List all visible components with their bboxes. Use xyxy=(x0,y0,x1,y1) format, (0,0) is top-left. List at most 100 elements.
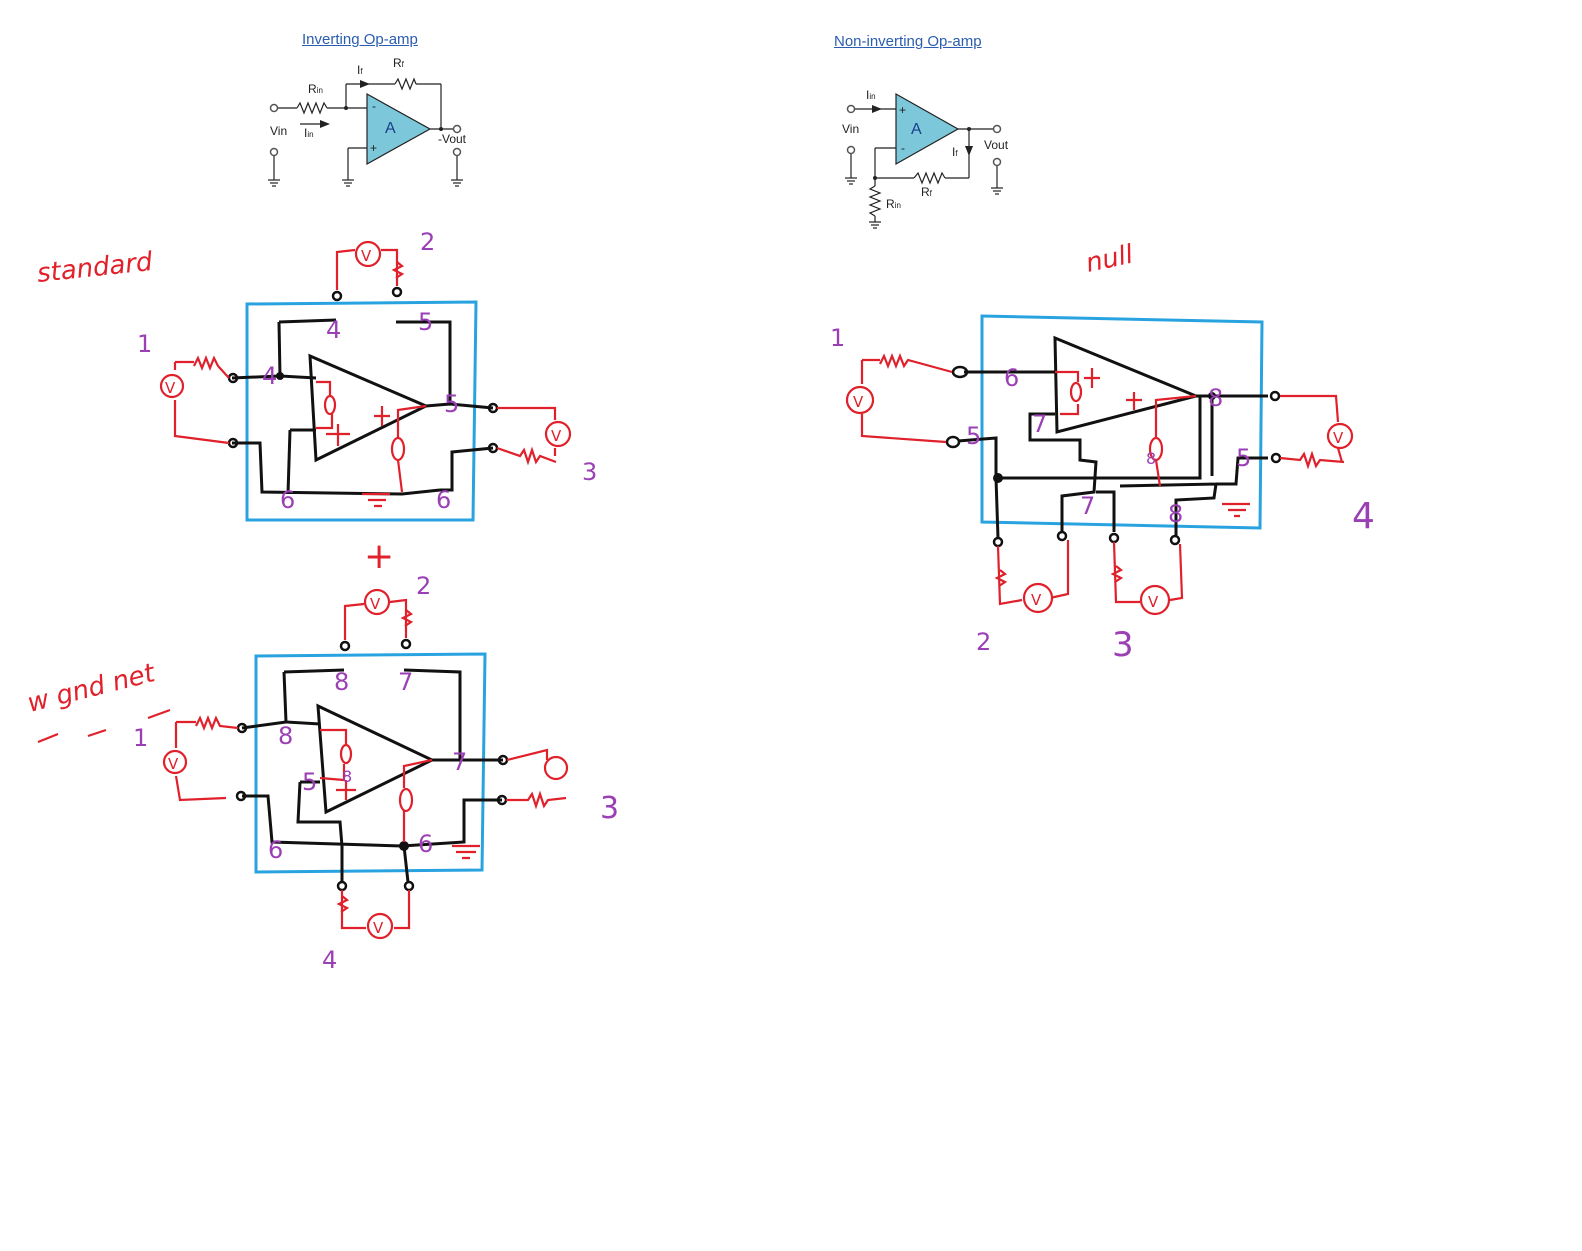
standard-num-3: 3 xyxy=(582,458,597,486)
null-circuit: V V V V 1 2 3 4 6 5 7 8 8 5 7 8 xyxy=(830,314,1375,665)
noninverting-iin-sub: in xyxy=(869,92,875,101)
gnd-net-voltmeter-2-label: V xyxy=(370,595,381,613)
gnd-net-voltmeter-2 xyxy=(363,588,391,616)
noninverting-opamp-triangle xyxy=(895,92,960,166)
gnd-net-label: w gnd net xyxy=(24,658,158,719)
svg-text:Rin: Rin xyxy=(886,197,901,211)
null-num-8a: 8 xyxy=(1208,384,1223,412)
inverting-if-label: I xyxy=(357,63,360,77)
gnd-num-7a: 7 xyxy=(398,668,413,696)
svg-text:Iin: Iin xyxy=(304,126,314,140)
null-num-3: 3 xyxy=(1112,625,1134,665)
inverting-rf-label: R xyxy=(393,56,402,70)
standard-voltmeter-3 xyxy=(544,420,572,448)
standard-opamp-triangle xyxy=(308,353,430,463)
standard-num-6a: 6 xyxy=(280,486,295,514)
gnd-num-7b: 7 xyxy=(452,748,467,776)
standard-voltmeter-2 xyxy=(354,240,382,268)
inverting-plus-sign: + xyxy=(370,141,377,155)
null-voltmeter-4 xyxy=(1326,422,1354,450)
null-voltmeter-1 xyxy=(845,385,875,415)
standard-label: standard xyxy=(36,247,155,289)
gnd-num-8c: 8 xyxy=(342,767,352,786)
inverting-rin-resistor xyxy=(296,101,328,115)
inverting-if-sub: f xyxy=(360,67,363,76)
gnd-num-4: 4 xyxy=(322,946,337,974)
null-voltmeter-2-label: V xyxy=(1031,591,1042,609)
null-voltmeter-1-label: V xyxy=(853,393,864,411)
gnd-net-box xyxy=(254,652,487,874)
inverting-minus-sign: - xyxy=(372,99,376,113)
svg-text:Rin: Rin xyxy=(308,82,323,96)
gnd-net-voltmeter-4 xyxy=(366,912,394,940)
gnd-net-voltmeter-4-label: V xyxy=(373,919,384,937)
inverting-rin-sub: in xyxy=(317,86,323,95)
noninverting-iin-label: I xyxy=(866,88,869,102)
standard-num-4b: 4 xyxy=(262,362,277,390)
null-voltmeter-3 xyxy=(1139,584,1171,616)
svg-text:If: If xyxy=(357,63,363,77)
standard-num-2: 2 xyxy=(420,228,435,256)
null-voltmeter-2 xyxy=(1022,582,1054,614)
null-num-5a: 5 xyxy=(966,422,981,450)
standard-num-5b: 5 xyxy=(444,390,459,418)
null-label: null xyxy=(1083,239,1136,278)
inverting-rin-label: R xyxy=(308,82,317,96)
gnd-num-8a: 8 xyxy=(334,668,349,696)
noninverting-schematic: A + - Iin Vin Vout If Rf xyxy=(842,88,1009,229)
gnd-num-5: 5 xyxy=(302,768,317,796)
noninverting-rin-resistor xyxy=(868,185,882,217)
noninverting-rin-sub: in xyxy=(895,201,901,210)
inverting-rf-sub: f xyxy=(402,60,405,69)
noninverting-rf-resistor xyxy=(913,171,946,185)
noninverting-if-sub: f xyxy=(955,149,958,158)
svg-text:Rf: Rf xyxy=(921,185,933,199)
standard-box xyxy=(245,300,478,522)
null-num-4: 4 xyxy=(1352,496,1375,537)
null-box xyxy=(980,314,1264,530)
null-voltmeter-3-label: V xyxy=(1148,593,1159,611)
standard-num-4a: 4 xyxy=(326,316,341,344)
inverting-vin-label: Vin xyxy=(270,124,287,138)
null-num-8c: 8 xyxy=(1146,449,1156,468)
null-num-1: 1 xyxy=(830,324,845,352)
standard-num-1: 1 xyxy=(137,330,152,358)
gnd-num-3: 3 xyxy=(600,791,619,826)
svg-text:Rf: Rf xyxy=(393,56,405,70)
noninverting-vout-label: Vout xyxy=(984,138,1009,152)
noninverting-amp-label: A xyxy=(911,121,922,138)
gnd-net-circuit: V V V 1 2 3 4 8 7 8 7 5 8 6 6 xyxy=(133,572,619,974)
inverting-rf-resistor xyxy=(394,77,417,91)
gnd-num-2: 2 xyxy=(416,572,431,600)
gnd-net-voltmeter-1 xyxy=(162,749,188,775)
inverting-iin-label: I xyxy=(304,126,307,140)
null-opamp-triangle xyxy=(1053,335,1201,434)
standard-voltmeter-3-label: V xyxy=(551,427,562,445)
null-num-7a: 7 xyxy=(1032,410,1047,438)
inverting-vout-label: -Vout xyxy=(438,132,467,146)
noninverting-minus-sign: - xyxy=(901,141,905,155)
inverting-iin-sub: in xyxy=(307,130,313,139)
plus-between-circuits: + xyxy=(364,536,394,577)
inverting-amp-label: A xyxy=(385,120,396,137)
standard-circuit: V V V 1 2 3 4 4 5 5 6 6 xyxy=(137,228,597,522)
noninverting-plus-sign: + xyxy=(899,103,906,117)
noninverting-if-label: I xyxy=(952,145,955,159)
null-num-8b: 8 xyxy=(1168,500,1183,528)
gnd-num-6a: 6 xyxy=(268,836,283,864)
standard-num-6b: 6 xyxy=(436,486,451,514)
null-num-2: 2 xyxy=(976,628,991,656)
standard-voltmeter-1-label: V xyxy=(165,379,176,397)
noninverting-rin-label: R xyxy=(886,197,895,211)
gnd-net-voltmeter-1-label: V xyxy=(168,755,179,773)
null-num-6: 6 xyxy=(1004,364,1019,392)
standard-num-5a: 5 xyxy=(418,308,433,336)
noninverting-rf-sub: f xyxy=(930,189,933,198)
null-voltmeter-4-label: V xyxy=(1333,429,1344,447)
svg-text:If: If xyxy=(952,145,958,159)
gnd-net-underline xyxy=(37,708,171,744)
null-num-5b: 5 xyxy=(1236,444,1251,472)
noninverting-opamp-link[interactable]: Non-inverting Op-amp xyxy=(834,33,982,50)
inverting-opamp-link[interactable]: Inverting Op-amp xyxy=(302,31,418,48)
